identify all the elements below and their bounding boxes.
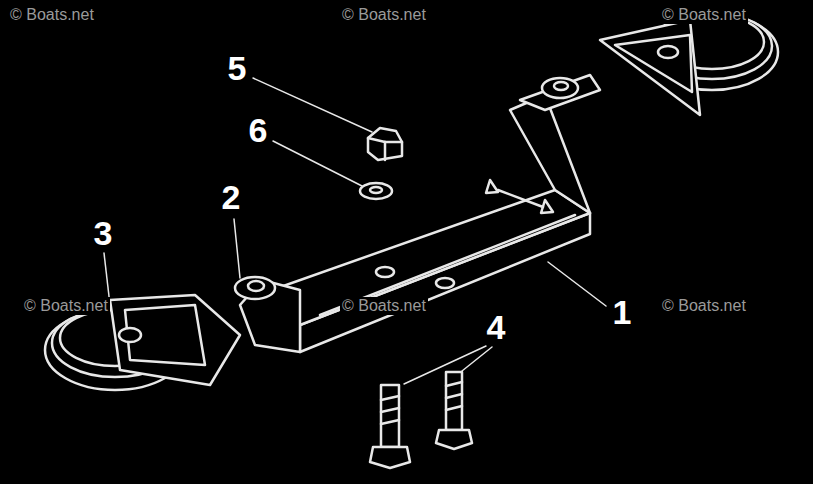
callout-number: 4 [485,309,508,345]
bolt [370,372,472,468]
watermark: © Boats.net [340,6,428,24]
watermark: © Boats.net [22,297,110,315]
watermark: © Boats.net [8,6,96,24]
hinge-pin [235,78,578,299]
pulley [600,13,778,115]
mounting-bracket [240,75,600,352]
watermark: © Boats.net [340,297,428,315]
watermark: © Boats.net [660,6,748,24]
callout-number: 2 [220,179,243,215]
nut [368,128,402,160]
callout-number: 3 [92,215,115,251]
watermark: © Boats.net [660,297,748,315]
callout-number: 5 [226,50,249,86]
washer [360,183,392,199]
leader-line [104,78,606,384]
callout-number: 1 [611,294,634,330]
callout-number: 6 [247,112,270,148]
